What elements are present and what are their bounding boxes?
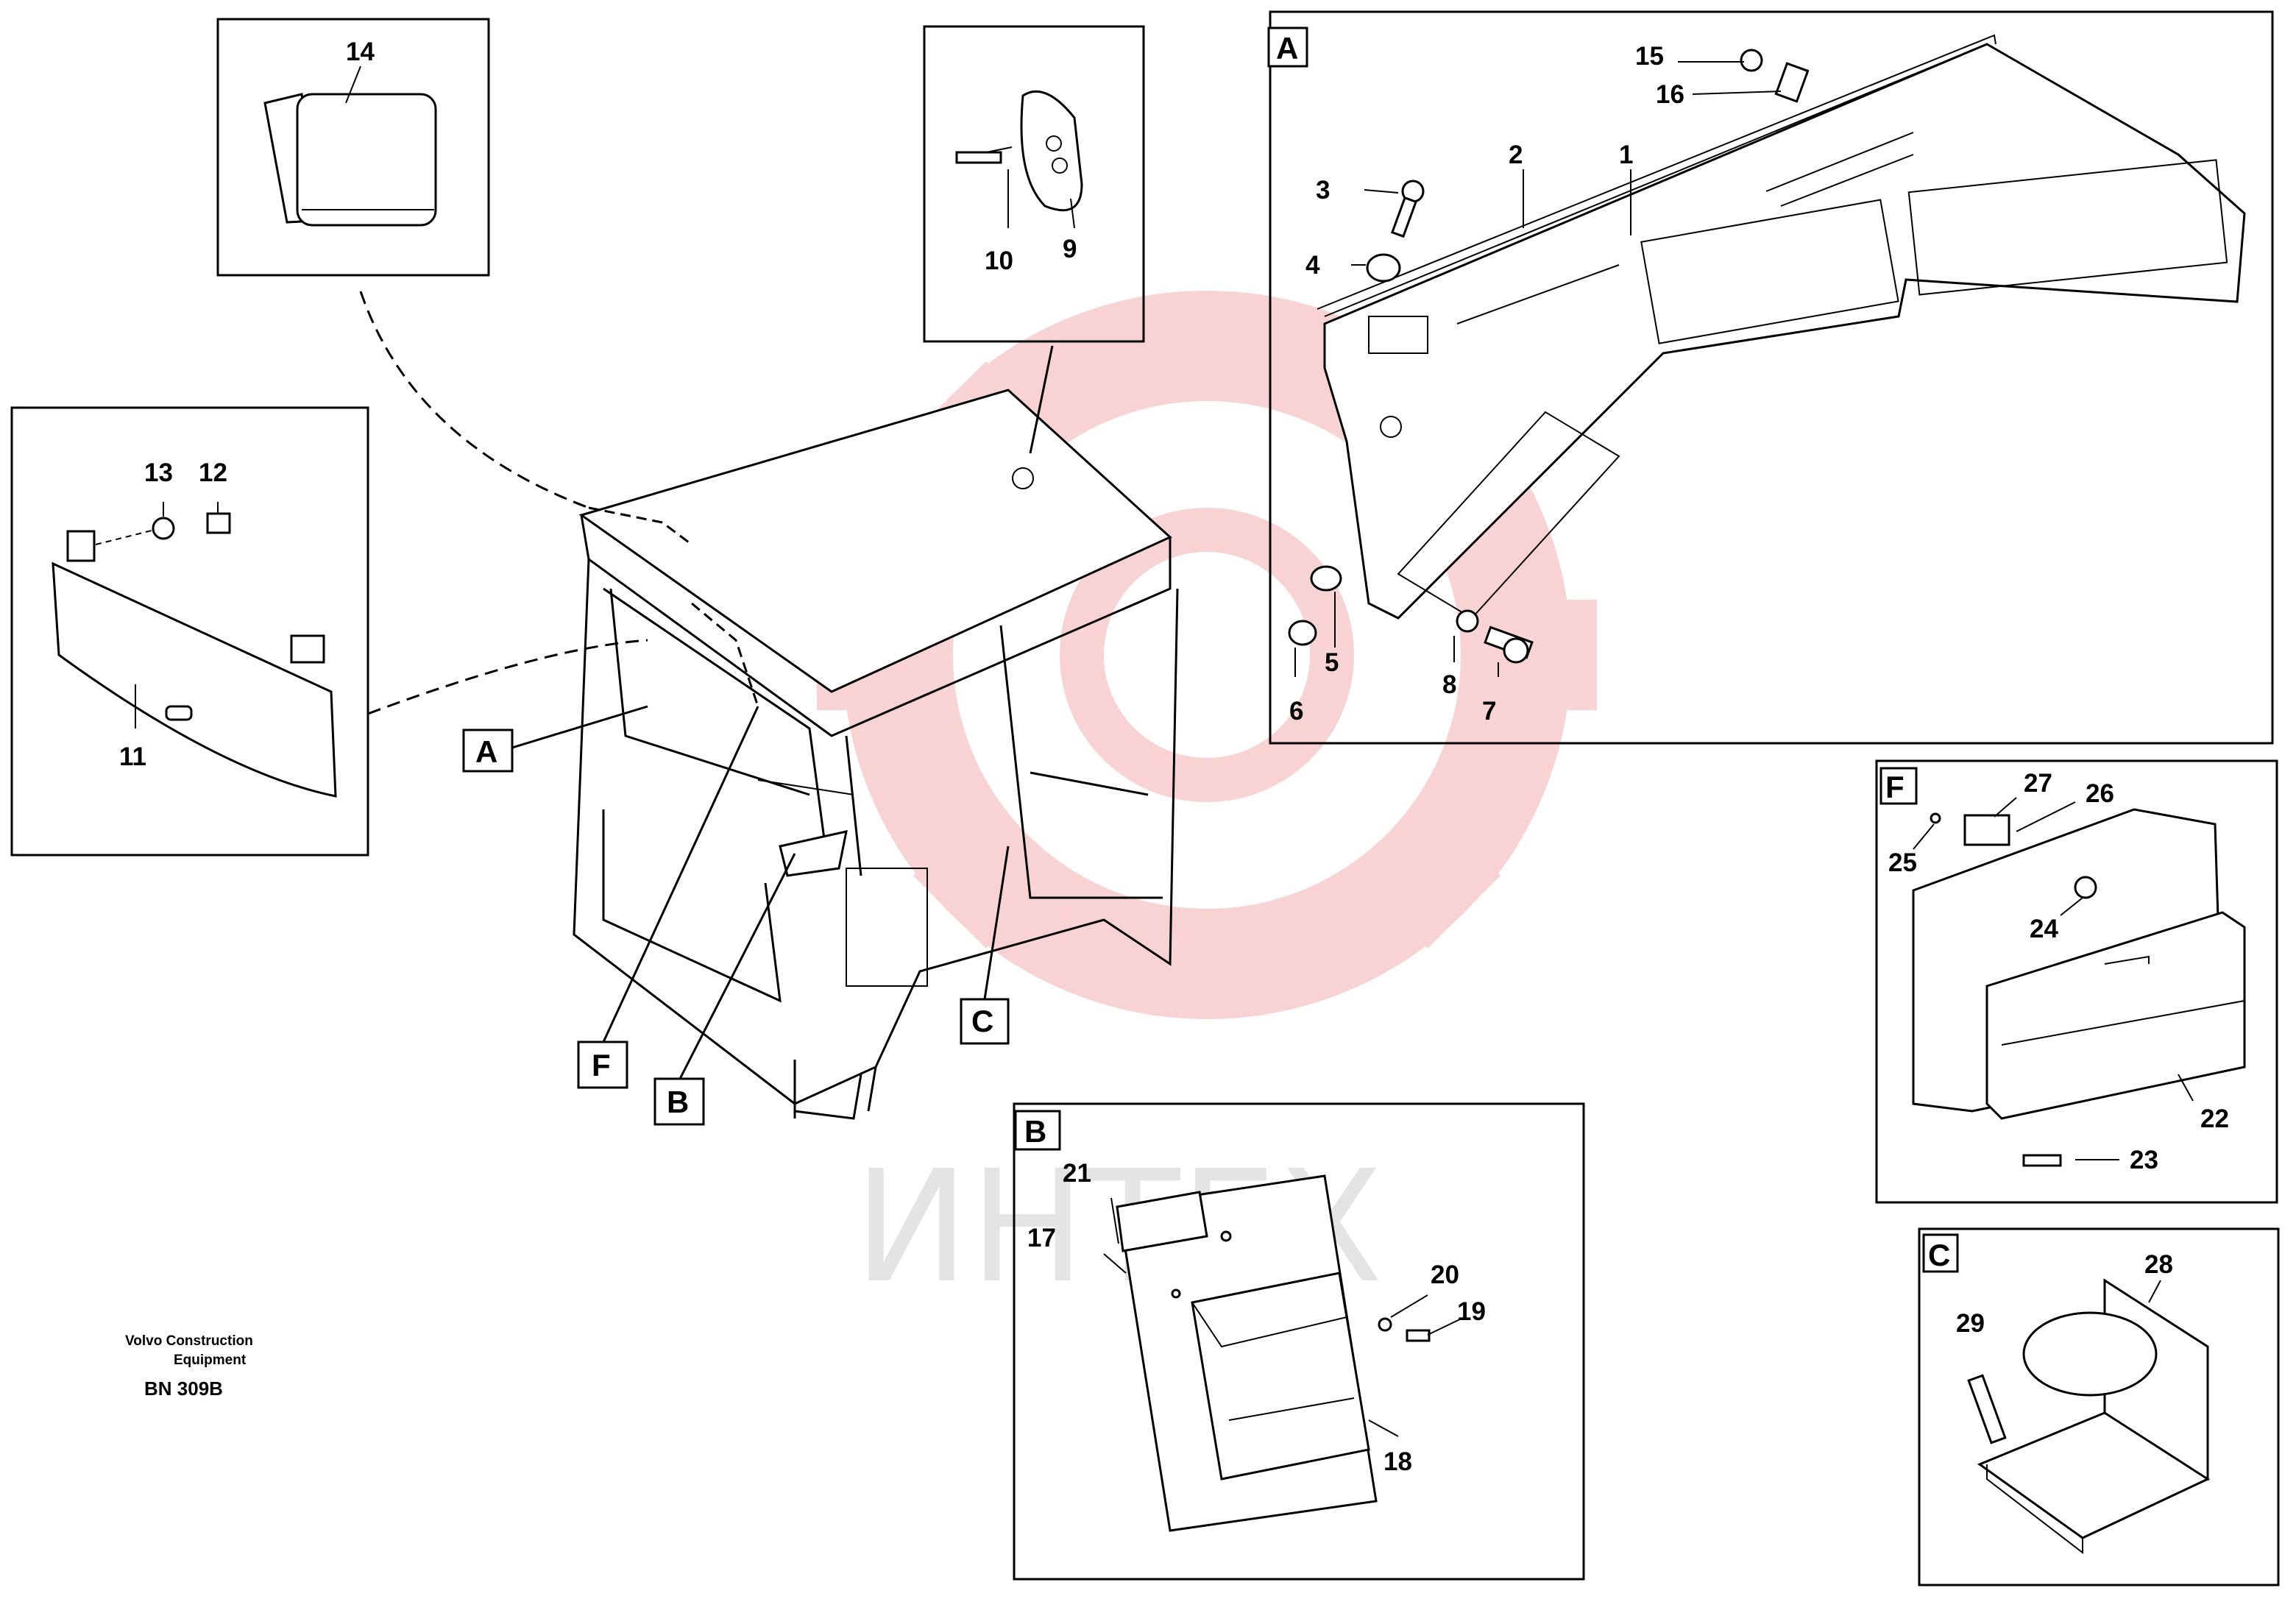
callout-25: 25 [1888, 848, 1917, 877]
callout-27: 27 [2024, 769, 2052, 798]
interior-light-part [263, 93, 437, 227]
tag-A-main: A [462, 705, 648, 773]
detail-panel-F: F 25 27 26 24 22 23 [1875, 759, 2278, 1204]
tag-A-panel-label: A [1276, 31, 1298, 65]
callout-15: 15 [1635, 42, 1664, 71]
callout-18: 18 [1383, 1447, 1412, 1476]
detail-panel-B: B 21 17 20 19 18 [1013, 1102, 1585, 1581]
detail-panel-9-10: 10 9 [923, 25, 1145, 343]
callout-24: 24 [2030, 915, 2058, 943]
callout-29: 29 [1956, 1309, 1985, 1338]
callout-5: 5 [1325, 648, 1339, 677]
detail-panel-11-13: 13 12 11 [10, 406, 369, 857]
callout-22: 22 [2200, 1105, 2229, 1133]
callout-9: 9 [1063, 235, 1077, 263]
fastener-parts-A [1288, 49, 1810, 664]
callout-13: 13 [144, 458, 173, 487]
caption-line1: Volvo Construction [125, 1333, 253, 1349]
callout-2: 2 [1509, 141, 1523, 169]
document-holder-part [1116, 1174, 1431, 1532]
cab-assembly-drawing [359, 291, 1179, 1120]
detail-panel-A: A [1267, 10, 2274, 745]
sun-visor-part [52, 512, 337, 798]
tag-F-panel-label: F [1885, 770, 1905, 804]
callout-1: 1 [1619, 141, 1633, 169]
caption-block: Volvo Construction Equipment BN 309B [125, 1333, 253, 1400]
callout-16: 16 [1656, 80, 1684, 109]
callout-23: 23 [2130, 1146, 2158, 1174]
dashboard-panel-part [1317, 34, 2246, 620]
caption-code: BN 309B [144, 1378, 223, 1400]
tag-C-panel-label: C [1928, 1238, 1950, 1272]
tag-B-main-label: B [667, 1085, 689, 1119]
tag-C-main-label: C [971, 1004, 993, 1038]
callout-17: 17 [1027, 1224, 1056, 1252]
tag-B-panel-label: B [1024, 1114, 1046, 1149]
callout-19: 19 [1457, 1297, 1486, 1326]
callout-21: 21 [1063, 1159, 1091, 1188]
callout-3: 3 [1316, 176, 1330, 205]
coat-hook-part [955, 90, 1083, 212]
tag-A-main-label: A [475, 734, 497, 769]
tag-F-main: F [577, 706, 759, 1089]
detail-panel-14: 14 [216, 18, 490, 277]
callout-4: 4 [1305, 251, 1320, 280]
callout-7: 7 [1482, 697, 1496, 726]
detail-panel-C: C 28 29 [1918, 1227, 2280, 1586]
callout-12: 12 [199, 458, 227, 487]
tag-F-main-label: F [592, 1048, 611, 1082]
tag-B-main: B [653, 853, 796, 1126]
cup-holder-part [1967, 1278, 2211, 1555]
callout-28: 28 [2144, 1250, 2173, 1279]
callout-14: 14 [346, 38, 375, 66]
glove-box-part [1912, 808, 2246, 1167]
caption-line2: Equipment [174, 1352, 247, 1368]
callout-11: 11 [119, 742, 146, 771]
callout-20: 20 [1431, 1261, 1459, 1289]
callout-10: 10 [985, 247, 1013, 275]
callout-8: 8 [1442, 670, 1456, 699]
tag-C-main: C [960, 845, 1010, 1045]
callout-6: 6 [1289, 697, 1303, 726]
callout-26: 26 [2086, 779, 2114, 808]
